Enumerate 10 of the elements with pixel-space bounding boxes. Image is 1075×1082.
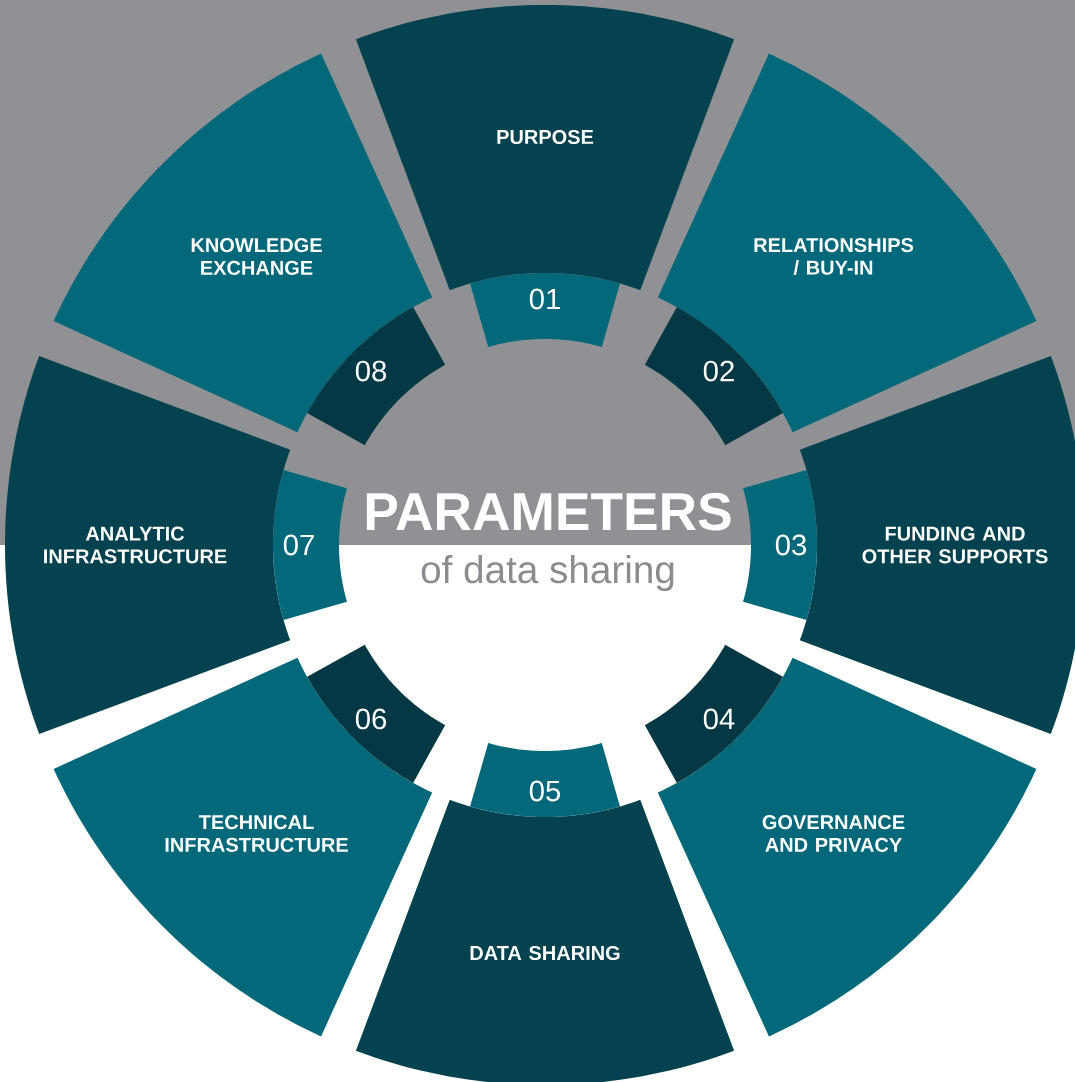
number-tab: 08 <box>307 307 446 446</box>
number-tab: 07 <box>273 470 347 620</box>
subheading: of data sharing <box>421 554 674 591</box>
number-tab: 04 <box>644 644 783 783</box>
number-tab: 01 <box>470 273 620 347</box>
heading: PARAMETERS <box>366 492 731 531</box>
number-tab: 06 <box>307 644 446 783</box>
number-tab: 02 <box>644 307 783 446</box>
number-tab: 05 <box>470 743 620 817</box>
number-tab: 03 <box>743 470 817 620</box>
